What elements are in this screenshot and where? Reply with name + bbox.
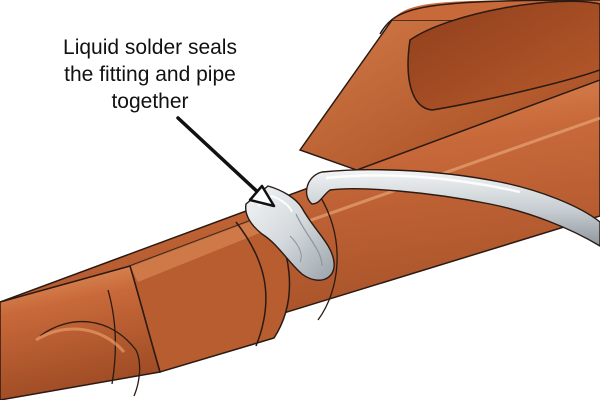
annotation-line-2: the fitting and pipe [64,63,236,86]
annotation-line-1: Liquid solder seals [63,36,237,59]
fitting-branch-end [407,0,600,111]
pipe-end [0,265,161,400]
pointer-arrow [176,116,276,208]
annotation-line-3: together [111,90,189,113]
liquid-solder [245,185,335,281]
annotation-label: Liquid solder seals the fitting and pipe… [20,34,280,115]
solder-wire [305,169,600,247]
